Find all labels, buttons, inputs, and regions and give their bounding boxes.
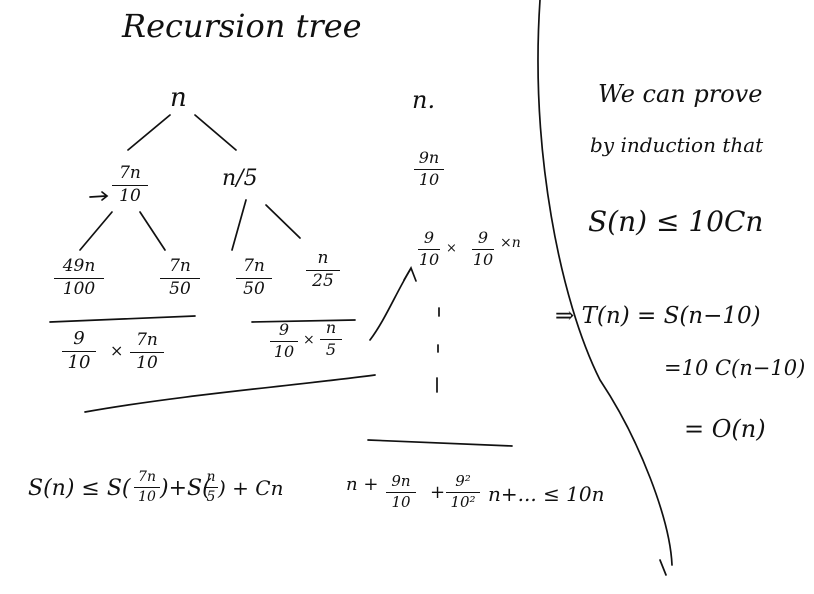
tree-right-child: n/5 <box>222 166 258 191</box>
divider-curve <box>537 0 673 566</box>
separator-right <box>251 319 356 323</box>
proof-line-1: We can prove <box>598 80 763 108</box>
sum-plus: + <box>430 482 446 503</box>
sum-line <box>367 439 513 447</box>
level-underline <box>84 374 376 413</box>
proof-line-3: S(n) ≤ 10Cn <box>588 205 764 238</box>
recurrence-mid: )+S( <box>160 476 211 501</box>
recurrence-rhs: ) + Cn <box>218 476 284 500</box>
sum-term-1: n + <box>346 474 379 495</box>
proof-line-2: by induction that <box>590 133 764 157</box>
level-sum-0: n. <box>412 86 436 114</box>
level-sum-2-tail: ×n <box>500 235 521 251</box>
recurrence-lhs: S(n) ≤ S( <box>28 476 131 501</box>
left-factor-op: × <box>110 341 124 360</box>
dots <box>436 307 440 393</box>
level-sum-2-op: × <box>446 241 457 256</box>
edge-right-rl <box>231 199 247 251</box>
edge-left-ll <box>79 211 113 251</box>
proof-line-4: ⇒ T(n) = S(n−10) <box>555 303 761 329</box>
sum-tail: n+... ≤ 10n <box>488 482 605 506</box>
proof-line-5: =10 C(n−10) <box>664 356 806 380</box>
proof-line-6: = O(n) <box>684 415 766 443</box>
separator-left <box>49 315 196 323</box>
edge-left-lr <box>139 211 166 251</box>
edge-root-left <box>127 114 171 151</box>
tree-root: n <box>170 83 187 113</box>
right-factor-op: × <box>303 332 315 348</box>
edge-root-right <box>194 114 237 151</box>
page-title: Recursion tree <box>122 7 362 45</box>
edge-right-rr <box>265 204 301 239</box>
